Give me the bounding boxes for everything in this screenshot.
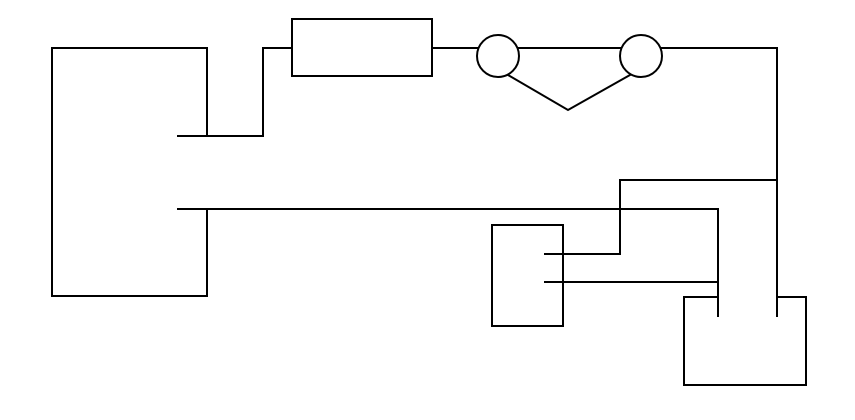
left-block-upper [51, 47, 208, 297]
v-connector [506, 73, 632, 112]
wire-bus-to-middle-box [562, 179, 778, 255]
right-circle [619, 34, 663, 78]
left-circle [476, 34, 520, 78]
wire-right-circle-to-bus [661, 47, 778, 317]
wire-left-to-top-rect [206, 47, 293, 137]
middle-box [491, 224, 564, 327]
bottom-right-box [683, 296, 807, 386]
top-rectangle [291, 18, 433, 77]
wire-left-to-bottom-box [206, 208, 719, 317]
